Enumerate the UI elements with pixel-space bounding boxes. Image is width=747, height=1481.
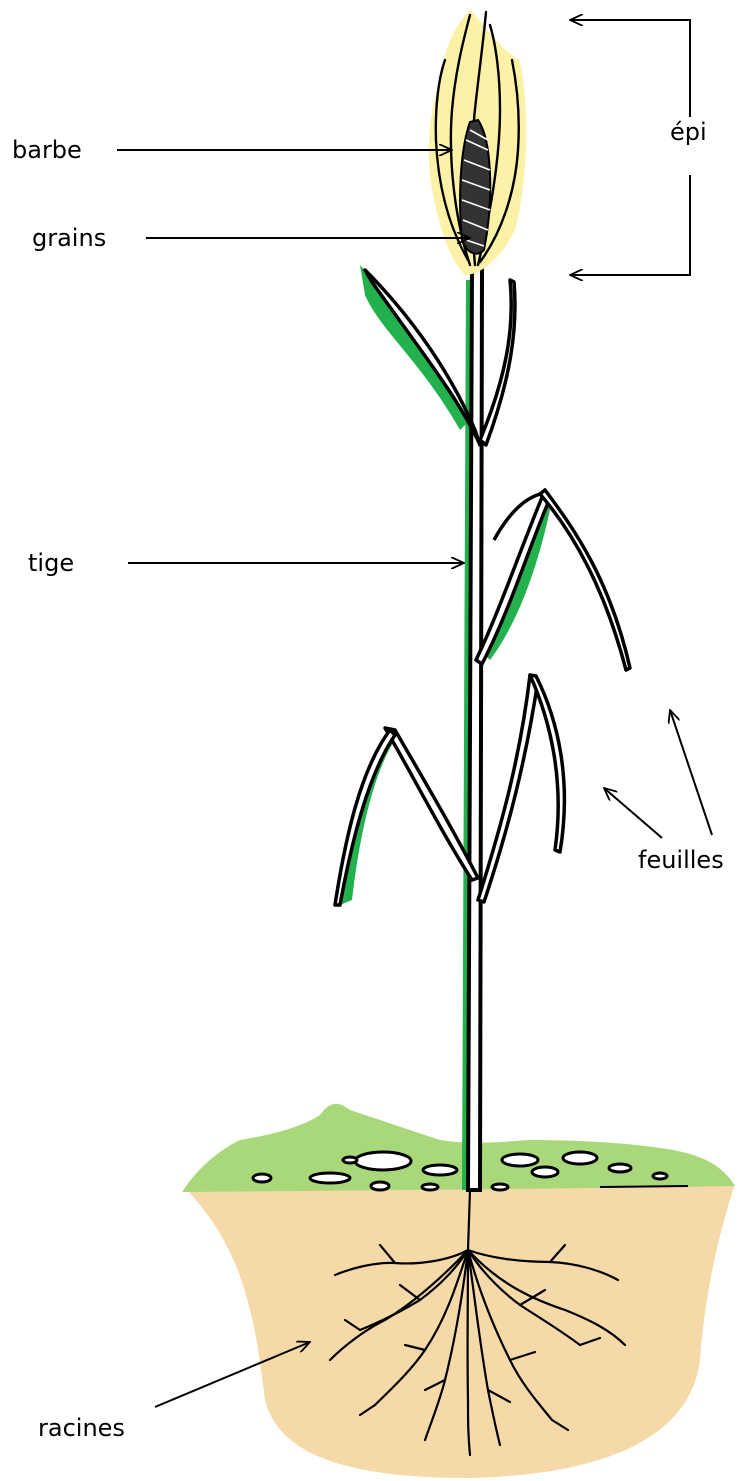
label-grains: grains: [32, 224, 106, 252]
feuilles-pointer-1: [604, 788, 662, 838]
epi-bracket-bottom: [570, 175, 690, 275]
label-racines: racines: [38, 1414, 125, 1442]
ground-line: [600, 1186, 688, 1187]
grain-cluster: [460, 120, 490, 254]
label-tige: tige: [28, 549, 74, 577]
soil: [185, 1183, 735, 1478]
epi-bracket-top: [570, 20, 690, 117]
leaf-shadows: [340, 265, 552, 905]
stem: [468, 265, 482, 1190]
label-barbe: barbe: [12, 136, 82, 164]
feuilles-pointer-2: [670, 710, 712, 835]
label-epi: épi: [670, 118, 707, 146]
ear: [429, 10, 527, 275]
label-feuilles: feuilles: [638, 846, 724, 874]
